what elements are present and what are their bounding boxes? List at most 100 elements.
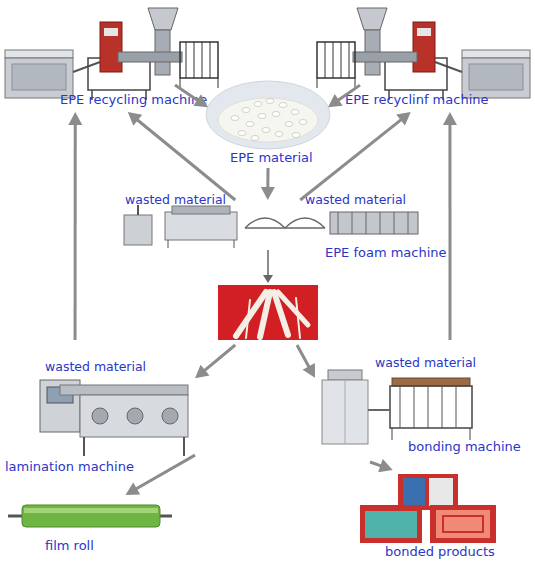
- top-roller: [60, 385, 188, 395]
- product-cutout: [443, 516, 483, 532]
- arrowhead: [195, 365, 209, 379]
- machine-node: film roll: [5, 495, 170, 557]
- machine-label: EPE recyclinf machine: [345, 92, 488, 107]
- roller: [172, 206, 230, 214]
- haul-off-bar: [380, 212, 381, 234]
- leg: [392, 428, 393, 440]
- haul-off: [330, 212, 418, 234]
- machine-top: [328, 370, 362, 380]
- roller: [162, 408, 178, 424]
- product-piece: [365, 511, 417, 538]
- cabinet-top: [5, 50, 73, 58]
- pellet-heap: [218, 98, 318, 142]
- edge-label: wasted material: [305, 192, 406, 207]
- haul-off-bar: [408, 212, 409, 234]
- recycling-machine-drawing: [5, 8, 218, 100]
- rack-bar: [186, 42, 187, 78]
- gauge: [104, 28, 118, 36]
- machine-label: lamination machine: [5, 459, 134, 474]
- product-piece: [436, 510, 490, 538]
- arrow-line: [300, 119, 402, 200]
- arrow-line: [448, 123, 451, 340]
- pellets: [231, 99, 307, 141]
- foam-strand: [278, 292, 308, 325]
- arrow-line: [74, 123, 77, 340]
- output-arrow: [267, 250, 269, 276]
- leg: [218, 78, 219, 88]
- flow-arrow: [261, 168, 275, 200]
- machine-node: EPE recycling machine: [0, 0, 175, 112]
- arrowhead: [443, 112, 457, 125]
- arrow-line: [297, 345, 310, 368]
- leg: [180, 78, 181, 88]
- pellet: [299, 120, 307, 125]
- lamination-frame: [80, 395, 188, 437]
- machine-label: bonding machine: [408, 439, 521, 454]
- film-roll-drawing: [22, 505, 160, 527]
- machine-label: EPE material: [230, 150, 313, 165]
- arrow-line: [337, 85, 360, 101]
- heater-cabinet: [322, 380, 368, 444]
- machine-label: EPE recycling machine: [60, 92, 207, 107]
- conveyor: [73, 62, 100, 72]
- pellet: [238, 131, 246, 136]
- machine-node: EPE material: [208, 80, 328, 168]
- flow-arrow: [328, 85, 360, 107]
- haul-off-bar: [366, 212, 367, 234]
- control-panel: [100, 22, 122, 72]
- machine-node: EPE recyclinf machine: [360, 0, 535, 112]
- foam-strand: [246, 300, 250, 338]
- pellet: [258, 114, 266, 119]
- pellet: [231, 116, 239, 121]
- machine-label: EPE foam machine: [325, 245, 447, 260]
- pellet: [275, 132, 283, 137]
- extruder-body: [165, 212, 237, 240]
- rack-bar: [210, 42, 211, 78]
- flow-arrow: [297, 345, 315, 378]
- leg: [83, 437, 85, 456]
- arrow-line: [203, 345, 235, 371]
- extruder: [118, 52, 182, 62]
- machine-node: EPE foam machine: [115, 200, 440, 345]
- frame-top: [392, 378, 470, 386]
- arrowhead: [125, 482, 140, 495]
- arrowhead: [261, 187, 275, 200]
- flow-arrow: [175, 85, 208, 107]
- arrowhead: [396, 112, 411, 126]
- edge-label: wasted material: [375, 355, 476, 370]
- flow-arrow: [195, 345, 235, 378]
- arrowhead: [193, 94, 208, 107]
- cooling-rail: [245, 227, 325, 228]
- pellet: [291, 110, 299, 115]
- pellet: [251, 136, 259, 141]
- pellet-backdrop: [206, 81, 330, 149]
- product-piece: [429, 478, 453, 506]
- link-bar: [368, 409, 390, 411]
- foam-strand: [296, 298, 300, 338]
- haul-off-bar: [394, 212, 395, 234]
- product-piece: [403, 478, 425, 506]
- arrow-line: [266, 168, 269, 189]
- arrow-line: [175, 85, 199, 101]
- frame-bar: [442, 386, 443, 428]
- hopper: [148, 8, 178, 30]
- product-photo: [430, 505, 496, 543]
- arrowhead: [378, 459, 393, 472]
- pellet: [254, 102, 262, 107]
- pellet: [279, 103, 287, 108]
- arrowhead: [328, 94, 343, 107]
- rack-bar: [202, 42, 203, 78]
- arrow-line: [136, 119, 235, 200]
- pellet: [292, 133, 300, 138]
- unwind-unit: [124, 215, 152, 245]
- frame-bar: [400, 386, 401, 428]
- foam-strand: [260, 292, 270, 337]
- door-seam: [345, 380, 346, 444]
- product-photo: [360, 505, 422, 543]
- leg: [470, 428, 471, 440]
- pellet: [242, 108, 250, 113]
- rack: [180, 42, 218, 78]
- pellet: [272, 112, 280, 117]
